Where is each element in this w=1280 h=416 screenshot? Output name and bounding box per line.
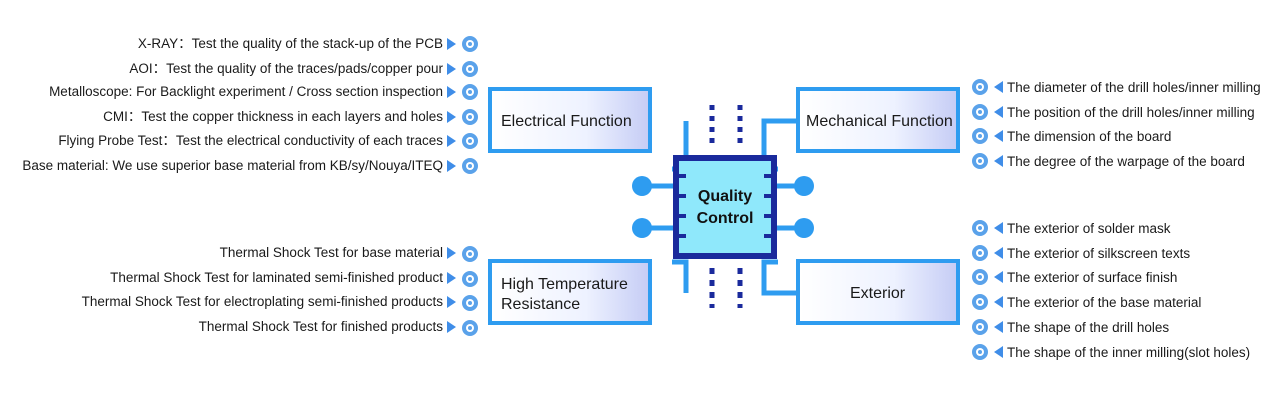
bullet-icon [462, 246, 478, 262]
bullet-icon [972, 269, 988, 285]
arrow-left-icon [994, 321, 1003, 333]
list-item: CMI：Test the copper thickness in each la… [103, 109, 443, 124]
list-item: The exterior of surface finish [1007, 270, 1178, 285]
bullet-icon [462, 109, 478, 125]
center-title-line1: Quality [697, 188, 753, 205]
list-item: Base material: We use superior base mate… [22, 158, 443, 173]
arrow-right-icon [447, 38, 456, 50]
bullet-icon [972, 79, 988, 95]
list-item: Metalloscope: For Backlight experiment /… [49, 84, 443, 99]
connector-hightemp [672, 259, 689, 293]
arrow-right-icon [447, 321, 456, 333]
bullet-icon [972, 294, 988, 310]
chip-body [673, 155, 777, 259]
arrow-left-icon [994, 130, 1003, 142]
mechanical-function-box: Mechanical Function [796, 87, 960, 153]
bullet-icon [462, 320, 478, 336]
pin-dot [632, 176, 652, 196]
bullet-icon [972, 153, 988, 169]
bullet-icon [972, 245, 988, 261]
arrow-left-icon [994, 155, 1003, 167]
arrow-right-icon [447, 111, 456, 123]
arrow-left-icon [994, 222, 1003, 234]
list-item: Thermal Shock Test for electroplating se… [81, 294, 443, 309]
arrow-left-icon [994, 81, 1003, 93]
bullet-icon [462, 133, 478, 149]
arrow-right-icon [447, 247, 456, 259]
arrow-right-icon [447, 272, 456, 284]
pin-dot [794, 218, 814, 238]
bullet-icon [462, 84, 478, 100]
center-title-line2: Control [696, 210, 754, 227]
pin-dot [794, 176, 814, 196]
list-item: Thermal Shock Test for finished products [198, 319, 443, 334]
arrow-left-icon [994, 346, 1003, 358]
list-item: The dimension of the board [1007, 129, 1172, 144]
arrow-left-icon [994, 271, 1003, 283]
mechanical-function-label: Mechanical Function [806, 113, 953, 130]
exterior-label: Exterior [850, 285, 906, 302]
bullet-icon [972, 344, 988, 360]
high-temperature-label: High Temperature Resistance [501, 275, 628, 315]
arrow-left-icon [994, 106, 1003, 118]
list-item: Thermal Shock Test for laminated semi-fi… [110, 270, 443, 285]
arrow-left-icon [994, 296, 1003, 308]
bullet-icon [972, 104, 988, 120]
bullet-icon [972, 319, 988, 335]
high-temperature-label-line1: High Temperature [501, 276, 628, 293]
bullet-icon [462, 158, 478, 174]
list-item: The exterior of solder mask [1007, 221, 1171, 236]
electrical-function-label: Electrical Function [501, 113, 632, 130]
list-item: The position of the drill holes/inner mi… [1007, 105, 1255, 120]
arrow-right-icon [447, 63, 456, 75]
list-item: The exterior of silkscreen texts [1007, 246, 1191, 261]
bullet-icon [462, 271, 478, 287]
list-item: Flying Probe Test：Test the electrical co… [58, 133, 443, 148]
list-item: The diameter of the drill holes/inner mi… [1007, 80, 1261, 95]
list-item: The shape of the drill holes [1007, 320, 1170, 335]
list-item: The shape of the inner milling(slot hole… [1007, 345, 1251, 360]
list-item: X-RAY：Test the quality of the stack-up o… [137, 36, 443, 51]
bullet-icon [462, 295, 478, 311]
connector-exterior [761, 259, 800, 296]
arrow-right-icon [447, 86, 456, 98]
pin-dot [632, 218, 652, 238]
list-item: AOI：Test the quality of the traces/pads/… [129, 61, 443, 76]
bullet-icon [972, 220, 988, 236]
arrow-right-icon [447, 160, 456, 172]
bullet-icon [462, 61, 478, 77]
list-item: The degree of the warpage of the board [1007, 154, 1245, 169]
arrow-right-icon [447, 296, 456, 308]
bullet-icon [462, 36, 478, 52]
center-title: Quality Control [676, 186, 774, 230]
top-pins [709, 105, 743, 149]
list-item: The exterior of the base material [1007, 295, 1202, 310]
exterior-box: Exterior [796, 259, 960, 325]
bullet-icon [972, 128, 988, 144]
bottom-pins [709, 268, 743, 308]
high-temperature-box: High Temperature Resistance [488, 259, 652, 325]
high-temperature-label-line2: Resistance [501, 296, 581, 313]
arrow-right-icon [447, 135, 456, 147]
arrow-left-icon [994, 247, 1003, 259]
electrical-function-box: Electrical Function [488, 87, 652, 153]
list-item: Thermal Shock Test for base material [219, 245, 443, 260]
